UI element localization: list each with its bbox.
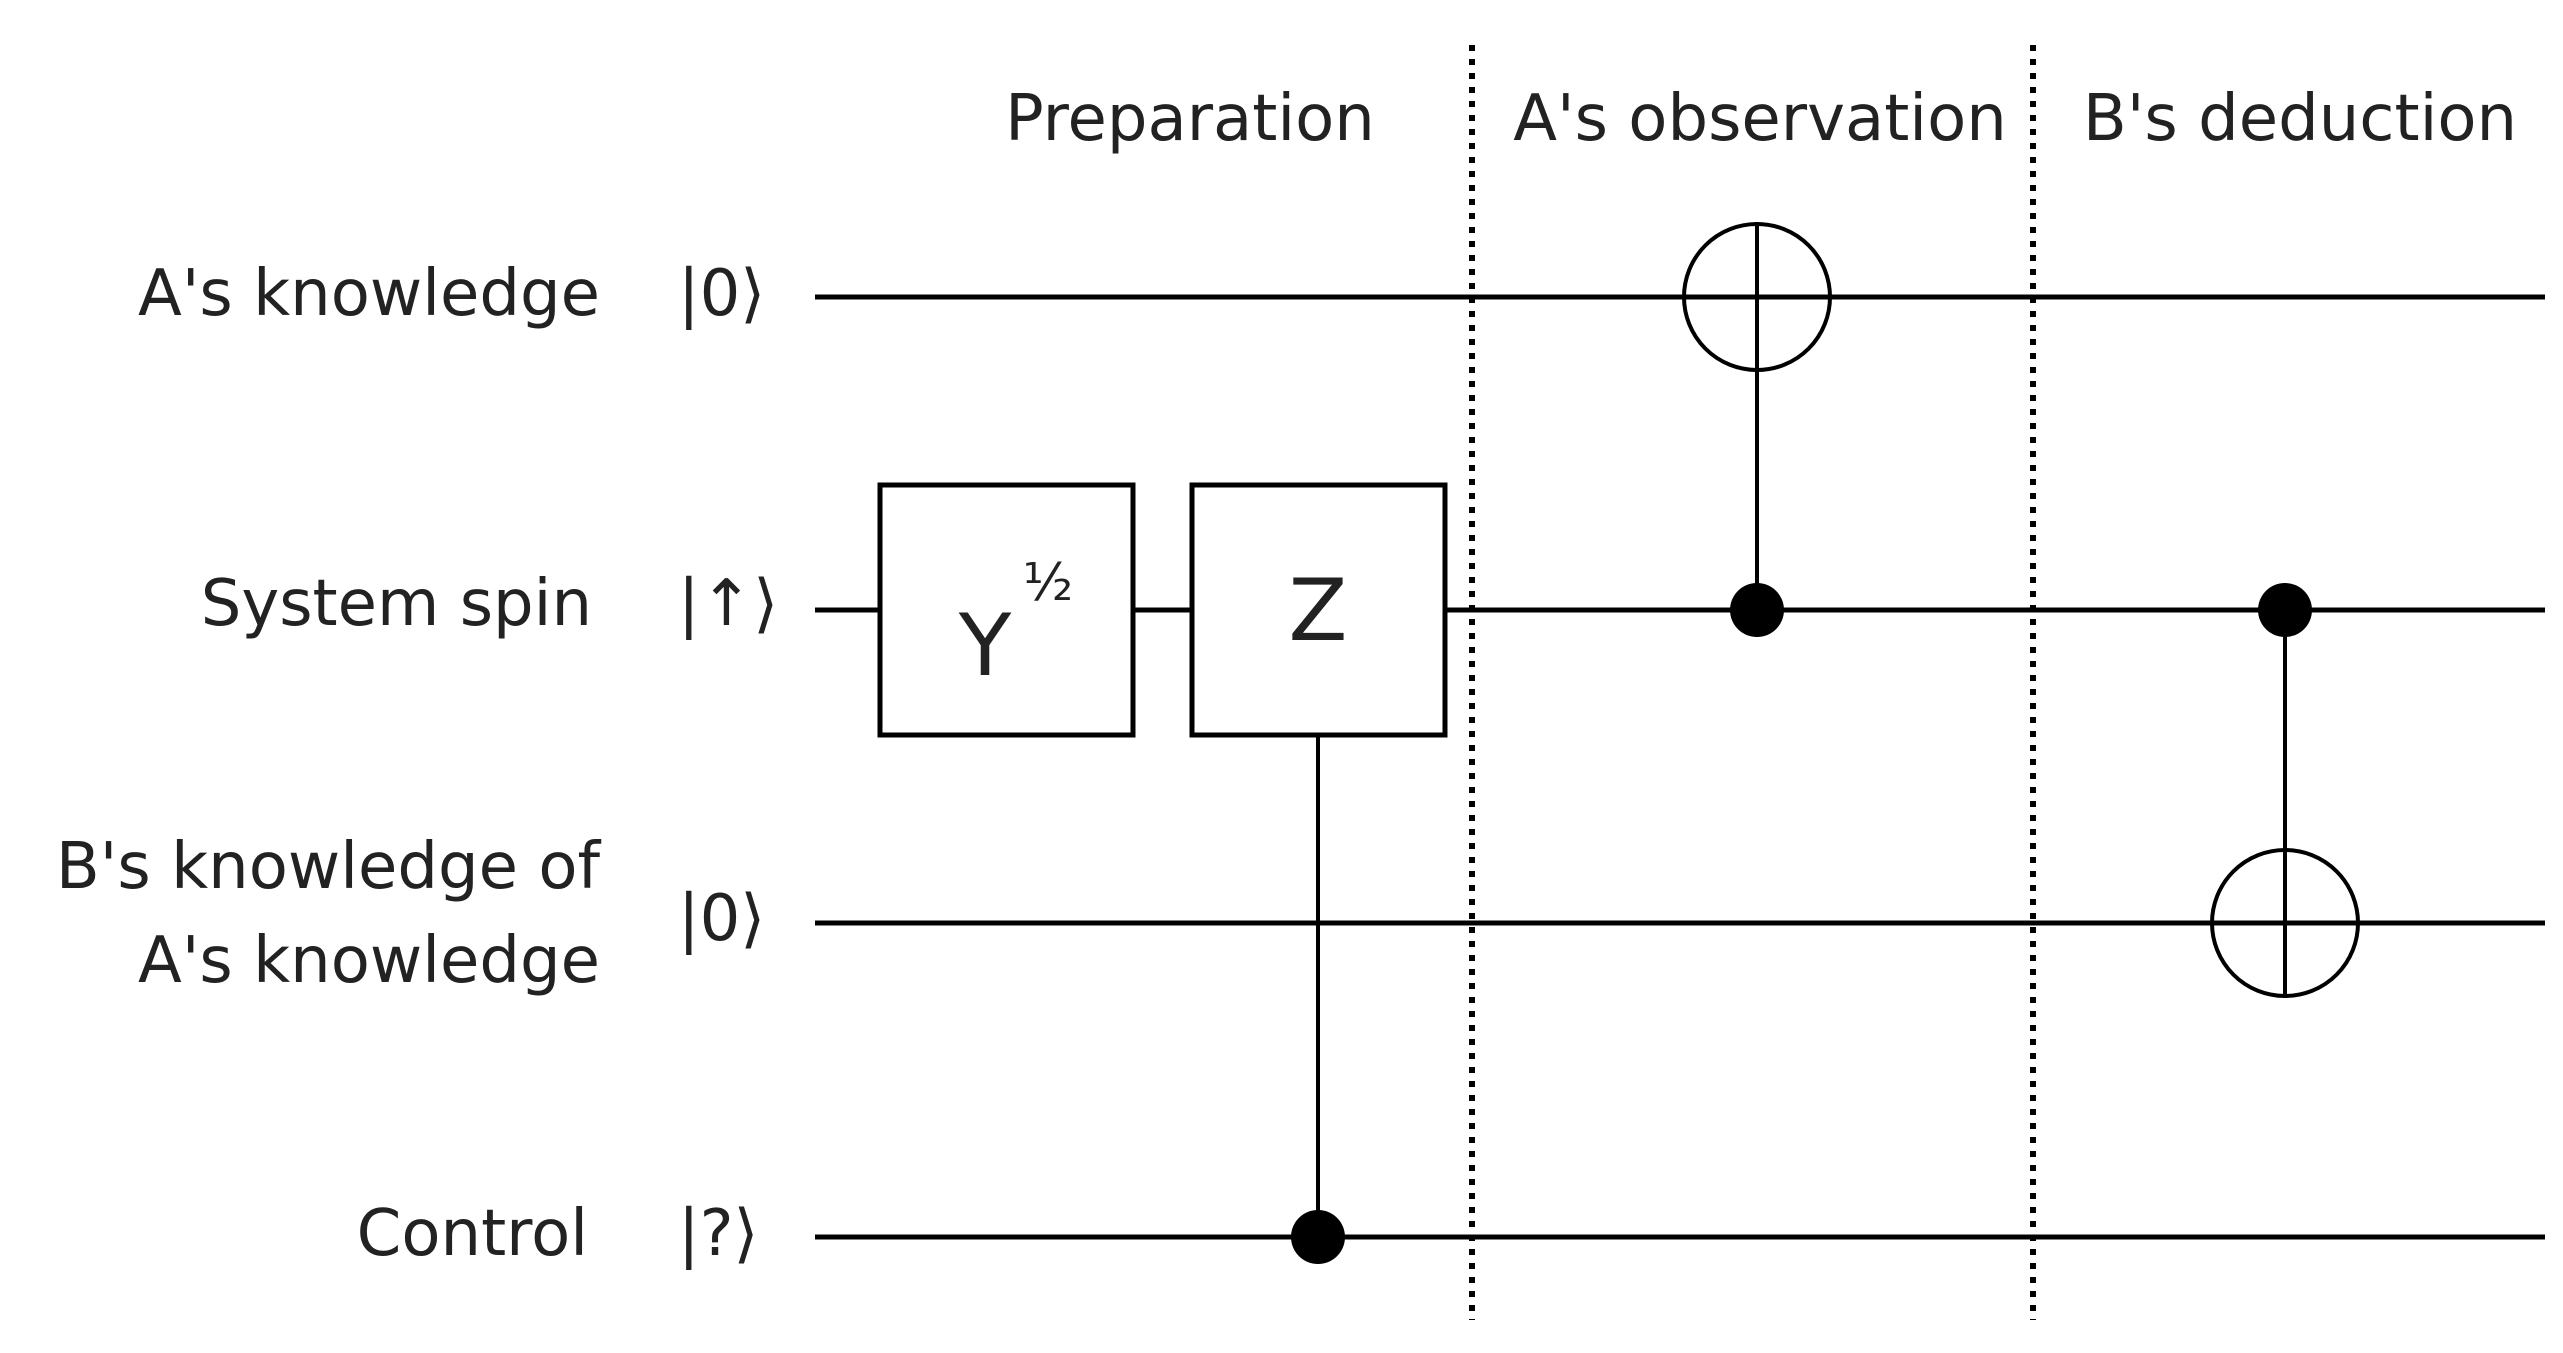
ket-b-knowledge: |0⟩	[678, 882, 765, 956]
ket-control: |?⟩	[678, 1197, 759, 1271]
ket-a-knowledge: |0⟩	[678, 257, 765, 331]
control-dot-cnot-a	[1730, 583, 1784, 637]
section-label-preparation: Preparation	[1005, 82, 1375, 156]
control-dot-z	[1291, 1210, 1345, 1264]
wire-label-b-knowledge-line1: B's knowledge of	[56, 830, 602, 904]
y-gate-symbol: Y	[958, 596, 1012, 696]
section-label-observation: A's observation	[1513, 82, 2007, 156]
wire-label-control: Control	[357, 1197, 588, 1271]
section-label-deduction: B's deduction	[2083, 82, 2517, 156]
ket-system-spin: |↑⟩	[678, 567, 778, 641]
y-gate-exponent: ½	[1023, 553, 1073, 613]
wire-label-b-knowledge-line2: A's knowledge	[138, 924, 600, 998]
wire-label-a-knowledge: A's knowledge	[138, 257, 600, 331]
y-half-gate	[877, 482, 1136, 738]
z-gate	[1189, 482, 1448, 738]
wire-label-system-spin: System spin	[201, 567, 592, 641]
control-dot-cnot-b	[2258, 583, 2312, 637]
z-gate-symbol: Z	[1289, 561, 1348, 661]
